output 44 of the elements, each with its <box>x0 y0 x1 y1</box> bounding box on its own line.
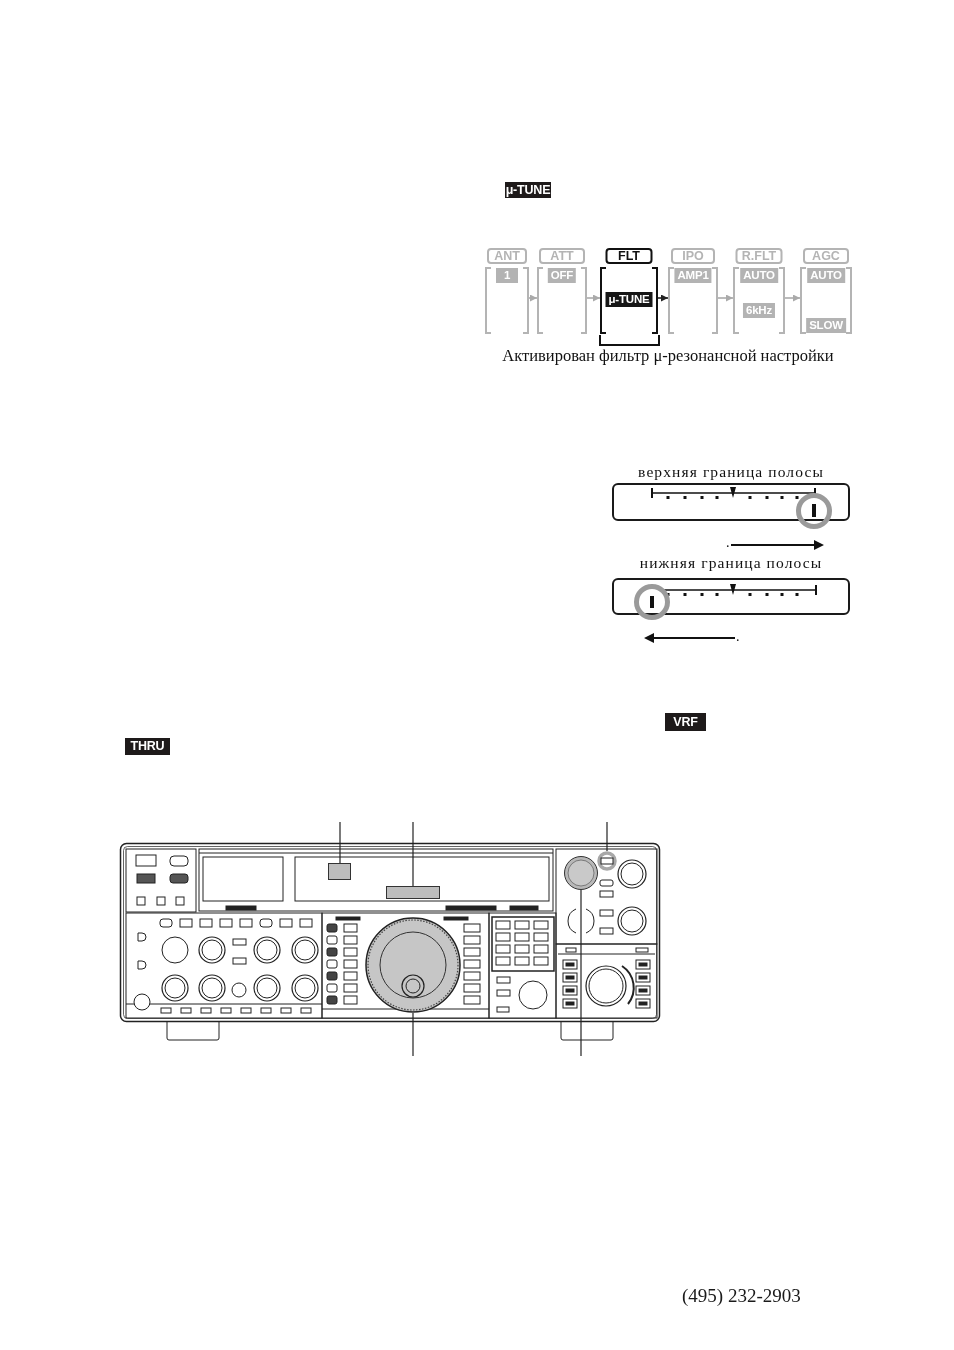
indicator-label: FLT <box>605 248 653 264</box>
arrow <box>586 294 601 302</box>
leader-line <box>412 1012 414 1057</box>
status-indicator: μ-TUNE <box>505 182 551 198</box>
indicator-column <box>733 248 785 334</box>
setting-tag: AMP1 <box>674 268 712 283</box>
setting-tag: μ-TUNE <box>605 292 653 307</box>
period-mark: . <box>726 535 730 551</box>
indicator-label: IPO <box>671 248 715 264</box>
indicator-label: ATT <box>539 248 585 264</box>
leader-line <box>606 821 608 852</box>
annotation: Активирован фильтр μ-резонансной настройки <box>501 346 835 366</box>
setting-tag: 1 <box>496 268 518 283</box>
leader-line <box>412 821 414 887</box>
indicator-label: R.FLT <box>735 248 783 264</box>
indicator-column <box>600 248 658 334</box>
arrow <box>657 294 669 302</box>
arrow <box>784 294 801 302</box>
leader-line <box>339 821 341 864</box>
setting-tag: AUTO <box>740 268 778 283</box>
setting-tag: SLOW <box>806 318 846 333</box>
indicator-column <box>537 248 587 334</box>
main-dial <box>365 917 461 1013</box>
display-heading: нижняя граница полосы <box>639 553 823 573</box>
setting-tag: 6kHz <box>743 303 775 318</box>
indicator-label: AGC <box>803 248 849 264</box>
indicator-column <box>668 248 718 334</box>
display-heading: верхняя граница полосы <box>638 462 824 482</box>
knob <box>564 856 598 890</box>
leader-line <box>580 889 582 1057</box>
status-indicator: THRU <box>125 738 170 755</box>
setting-tag: AUTO <box>807 268 845 283</box>
period-mark: . <box>736 629 740 645</box>
indicator-label: ANT <box>487 248 527 264</box>
indicator-column <box>800 248 852 334</box>
phone-number: (495) 232-2903 <box>682 1284 801 1308</box>
indicator-column <box>485 248 529 334</box>
highlighted-button <box>597 851 617 871</box>
arrow <box>528 294 538 302</box>
display-bar <box>386 886 440 899</box>
setting-tag: OFF <box>547 268 577 283</box>
status-indicator: VRF <box>665 713 706 731</box>
arrow <box>717 294 734 302</box>
display-indicator <box>328 863 351 880</box>
